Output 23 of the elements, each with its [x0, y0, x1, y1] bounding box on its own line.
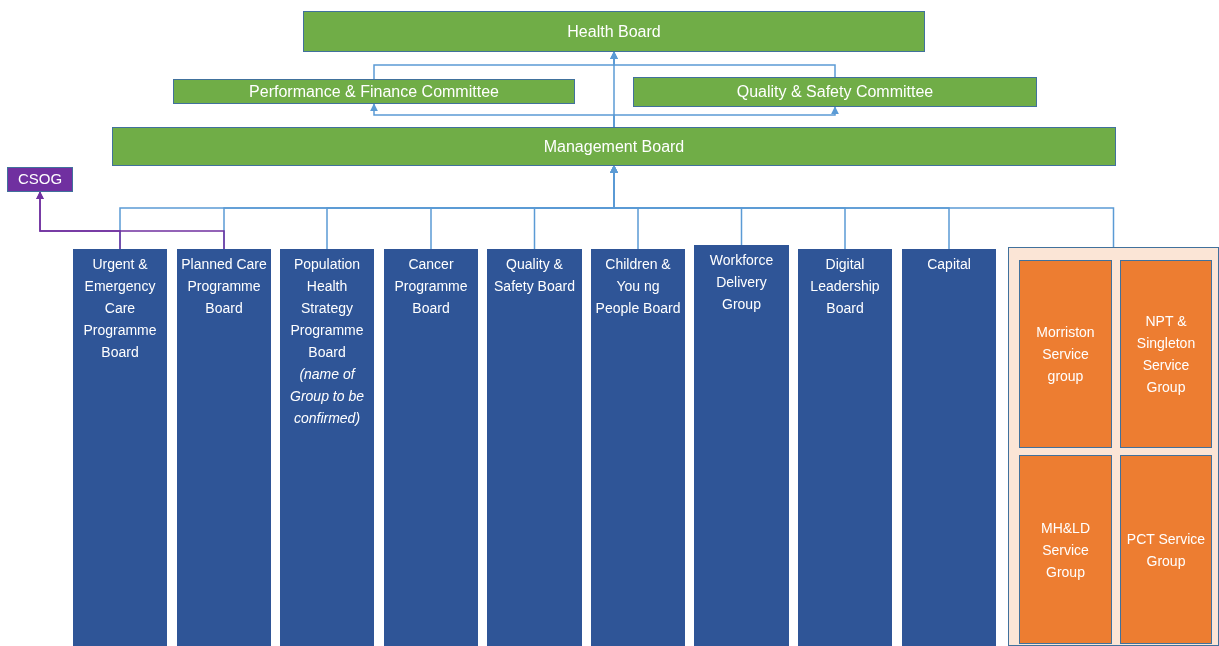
group-box: CSOG: [7, 167, 73, 192]
connector-arrow: [610, 165, 1115, 248]
connector-arrow: [610, 51, 836, 78]
programme-board-box: Cancer Programme Board: [384, 249, 478, 646]
service-group-box: PCT Service Group: [1120, 455, 1212, 644]
programme-board-box: Urgent & Emergency Care Programme Board: [73, 249, 167, 646]
connector-arrow: [36, 191, 225, 250]
programme-board-box: Capital: [902, 249, 996, 646]
programme-board-box: Quality & Safety Board: [487, 249, 582, 646]
committee-box: Management Board: [112, 127, 1116, 166]
connector-arrow: [613, 106, 839, 128]
service-group-box: Morriston Service group: [1019, 260, 1112, 448]
programme-board-box: Workforce Delivery Group: [694, 245, 789, 646]
programme-board-box: Digital Leadership Board: [798, 249, 892, 646]
service-group-box: NPT & Singleton Service Group: [1120, 260, 1212, 448]
programme-board-box: Population Health Strategy Programme Board (name of Group to be confirmed): [280, 249, 374, 646]
committee-box: Performance & Finance Committee: [173, 79, 575, 104]
committee-box: Health Board: [303, 11, 925, 52]
programme-board-box: Children & You ng People Board: [591, 249, 685, 646]
service-group-box: MH&LD Service Group: [1019, 455, 1112, 644]
committee-box: Quality & Safety Committee: [633, 77, 1037, 107]
programme-board-box: Planned Care Programme Board: [177, 249, 271, 646]
service-groups-panel: [1008, 247, 1219, 646]
